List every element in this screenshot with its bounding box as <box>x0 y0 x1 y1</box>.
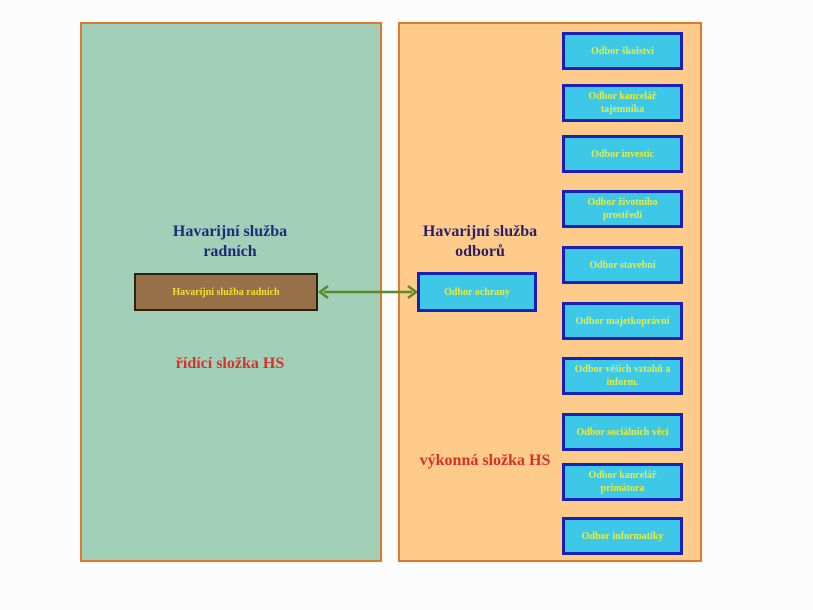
dept-box: Odbor kancelář primátora <box>562 463 683 501</box>
left-panel-role-label: řídící složka HS <box>175 355 285 372</box>
dept-box-ochrana: Odbor ochrany <box>417 272 537 312</box>
councillors-service-box: Havarijní služba radních <box>134 273 318 311</box>
dept-box: Odbor kancelář tajemníka <box>562 84 683 122</box>
dept-box: Odbor investic <box>562 135 683 173</box>
dept-box: Odbor věších vztahů a inform. <box>562 357 683 395</box>
dept-box: Odbor informatiky <box>562 517 683 555</box>
dept-box: Odbor školství <box>562 32 683 70</box>
bidirectional-arrow-icon <box>317 285 419 299</box>
dept-box: Odbor stavební <box>562 246 683 284</box>
dept-box: Odbor majetkoprávní <box>562 302 683 340</box>
dept-box: Odbor životního prostředí <box>562 190 683 228</box>
right-panel-role-label: výkonná složka HS <box>419 452 551 469</box>
dept-box: Odbor sociálních věcí <box>562 413 683 451</box>
left-panel-heading: Havarijní služba radních <box>172 223 288 260</box>
right-panel-heading: Havarijní služba odborů <box>422 223 538 260</box>
